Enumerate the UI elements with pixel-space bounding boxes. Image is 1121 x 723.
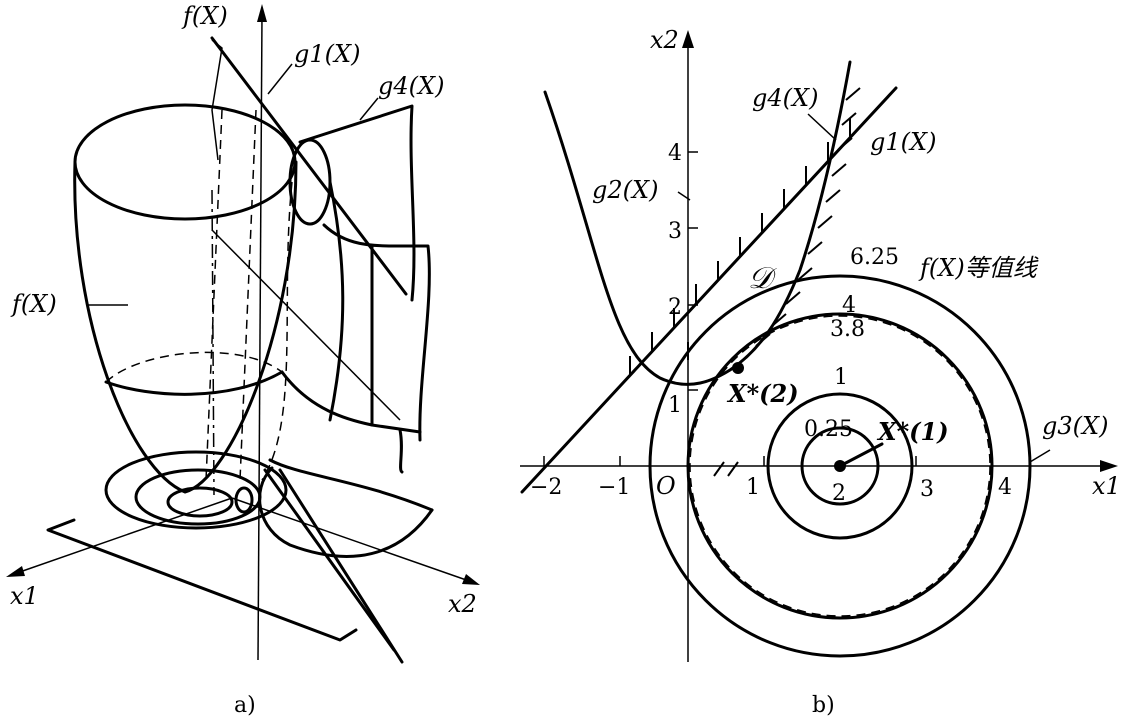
panel-b-unconstrained-optimum-label: X*(1) <box>876 417 949 446</box>
panel-a-bowl-section <box>104 370 284 396</box>
panel-a-bowl-rim <box>73 103 297 221</box>
panel-a-x2-label: x2 <box>448 590 477 618</box>
panel-b-g3-label: g3(X) <box>1042 412 1108 440</box>
panel-a-x1-axis-arrow <box>6 566 25 577</box>
panel-a-bowl-section-hidden <box>105 351 283 383</box>
panel-a-3d-view: f(X) g1(X) g4(X) f(X) x1 x2 a) <box>6 2 480 718</box>
panel-a-f-axis-label: f(X) <box>181 2 228 30</box>
panel-b-g1-hatching <box>629 118 851 376</box>
panel-a-x1-axis <box>13 497 233 575</box>
panel-b-g2-hatching <box>755 87 861 347</box>
panel-a-g4-label: g4(X) <box>378 72 444 100</box>
panel-b-contour-title: f(X)等值线 <box>918 254 1039 282</box>
panel-a-f-axis-arrow <box>257 4 267 22</box>
panel-b-contour-1 <box>766 392 914 540</box>
panel-b-y-tick-label: 4 <box>668 141 682 166</box>
panel-a-g1-plane-hidden-1 <box>205 109 223 481</box>
panel-b-g1-label: g1(X) <box>870 128 936 156</box>
panel-b-contour-3-8 <box>689 315 991 617</box>
panel-a-g4-footprint <box>258 466 434 558</box>
panel-a-g4-sheet-top <box>298 104 416 302</box>
panel-b-radius-marker <box>838 442 884 468</box>
panel-b-g4-leader <box>807 113 837 141</box>
panel-a-x2-axis-arrow <box>462 574 480 585</box>
panel-b-g3-leader <box>1029 449 1051 463</box>
panel-b-x-tick-label: 1 <box>746 475 760 500</box>
panel-a-g4-cylinder-side <box>328 180 345 422</box>
panel-a-g1-leader <box>267 63 293 95</box>
panel-b-unconstrained-optimum-point <box>834 460 846 472</box>
panel-a-g4-sheet-tail <box>398 428 404 474</box>
panel-b-origin-label: O <box>656 472 676 500</box>
panel-b-contour-label-3-8: 3.8 <box>830 317 865 342</box>
panel-b-x-tick-label: 2 <box>832 481 846 506</box>
panel-a-bowl-surface <box>73 160 298 494</box>
panel-b-x-tick-label: 3 <box>920 477 934 502</box>
panel-a-g1-footprint-2 <box>263 468 396 652</box>
panel-b-contour-label-0-25: 0.25 <box>804 417 853 442</box>
panel-b-x-tick-label: 4 <box>998 475 1012 500</box>
panel-b-constrained-optimum-label: X*(2) <box>726 379 799 408</box>
panel-a-g1-label: g1(X) <box>294 40 360 68</box>
panel-b-g2-curve <box>543 60 852 386</box>
panel-a-contour-small <box>234 486 254 514</box>
panel-a-fx-label: f(X) <box>10 290 57 318</box>
panel-b-x-tick-label: −2 <box>530 475 562 500</box>
panel-a-g1-footprint-1 <box>278 468 404 664</box>
panel-b-g1-line <box>520 86 898 494</box>
panel-a-caption: a) <box>234 693 256 718</box>
panel-a-g1-plane-hidden-2 <box>239 109 257 481</box>
panel-b-x1-axis-label: x1 <box>1092 472 1121 500</box>
panel-a-x2-axis <box>231 497 473 583</box>
panel-a-g4-sheet-bottom <box>280 370 374 427</box>
panel-b-contour-label-4: 4 <box>842 293 856 318</box>
panel-b-feasible-region-label: 𝒟 <box>748 261 777 296</box>
panel-b-x2-axis-label: x2 <box>650 26 679 54</box>
panel-a-x1-label: x1 <box>10 582 39 610</box>
panel-a-diagonal-guide <box>211 229 401 421</box>
panel-a-base-plane <box>46 518 358 642</box>
panel-a-contour-outer <box>104 450 288 530</box>
panel-a-g1-plane-line <box>210 36 408 296</box>
panel-b-g3-hatching <box>713 461 739 477</box>
panel-a-contour-inner <box>166 486 234 518</box>
panel-a-center-line <box>211 189 215 496</box>
panel-b-g2-leader <box>677 191 691 201</box>
panel-a-g4-leader <box>359 97 379 121</box>
panel-b-y-tick-label: 2 <box>668 295 682 320</box>
panel-b-contour-label-1: 1 <box>834 365 848 390</box>
panel-b-y-tick-label: 3 <box>668 219 682 244</box>
panel-b-g2-label: g2(X) <box>592 176 658 204</box>
panel-a-g4-sheet-front <box>322 223 431 442</box>
panel-b-contour-0-25 <box>800 426 880 506</box>
panel-b-constrained-optimum-point <box>732 362 744 374</box>
panel-b-contour-4 <box>686 312 994 620</box>
panel-b-x-tick-label: −1 <box>598 475 630 500</box>
panel-a-g4-cylinder-hidden <box>261 181 293 481</box>
panel-b-y-tick-label: 1 <box>668 393 682 418</box>
panel-b-g4-label: g4(X) <box>752 84 818 112</box>
panel-b-contour-6-25 <box>648 274 1032 658</box>
panel-b-contour-label-6-25: 6.25 <box>850 245 899 270</box>
panel-b-contour-plot: x2 x1 O −2 −1 1 2 3 4 1 2 3 4 g4(X) g1(X… <box>520 26 1121 718</box>
panel-b-caption: b) <box>812 693 835 718</box>
panel-a-f-axis <box>257 13 263 661</box>
panel-a-g4-footprint-top <box>268 458 434 512</box>
panel-b-x1-axis-arrow <box>1100 460 1118 472</box>
panel-b-x2-axis-arrow <box>682 30 694 48</box>
